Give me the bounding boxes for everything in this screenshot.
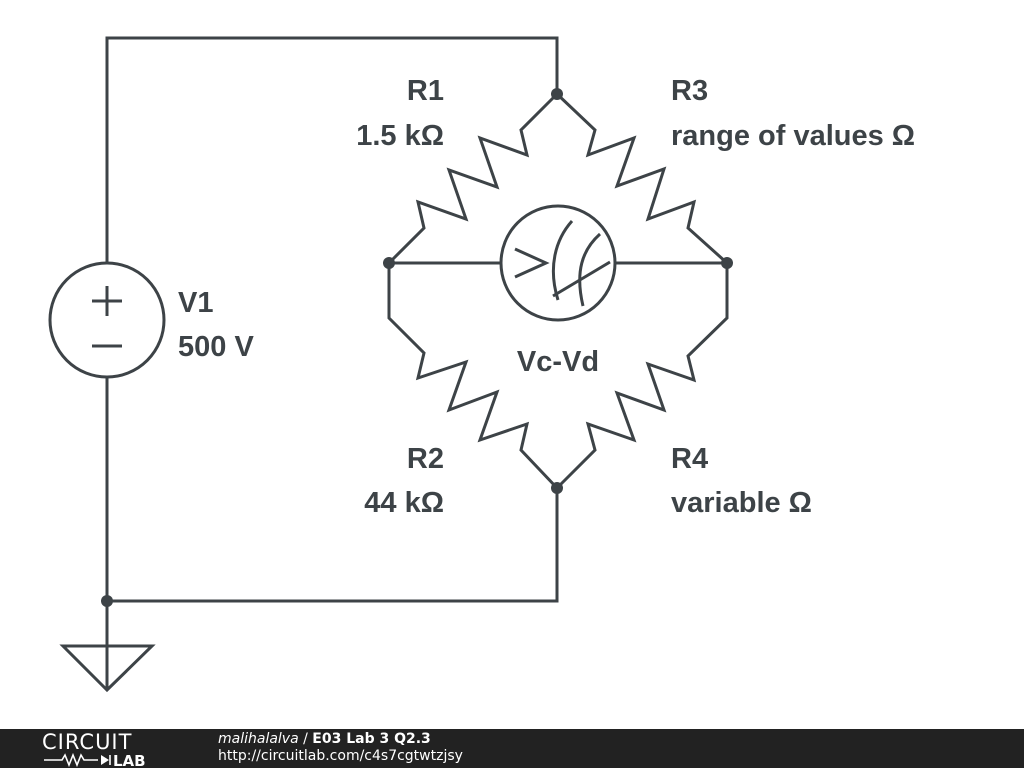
- meter-label: Vc-Vd: [517, 346, 599, 378]
- voltmeter-icon: [499, 204, 617, 322]
- logo-text-bottom: LAB: [113, 752, 146, 768]
- wires: [105, 36, 727, 690]
- circuit-schematic: R1 1.5 kΩ R3 range of values Ω V1 500 V …: [48, 36, 915, 693]
- title-separator: /: [298, 731, 313, 747]
- r3-name: R3: [671, 75, 708, 107]
- node-bottom: [551, 482, 563, 494]
- voltage-source-icon: [48, 261, 166, 379]
- r3-value: range of values Ω: [671, 120, 915, 152]
- logo-resistor-icon: [44, 752, 98, 768]
- r4-name: R4: [671, 443, 708, 475]
- bottom-wire: [107, 488, 559, 603]
- resistor-r2: [387, 263, 559, 490]
- node-left: [383, 257, 395, 269]
- circuit-url[interactable]: http://circuitlab.com/c4s7cgtwtzjsy: [218, 748, 463, 764]
- author-link[interactable]: malihalalva: [218, 731, 299, 747]
- r4-value: variable Ω: [671, 487, 812, 519]
- node-top: [551, 88, 563, 100]
- resistor-r4: [555, 263, 729, 490]
- footer-title-line: malihalalva / E03 Lab 3 Q2.3: [218, 731, 463, 748]
- resistor-r1: [387, 92, 559, 265]
- resistor-icon: [387, 92, 559, 265]
- circuitlab-logo[interactable]: CIRCUIT LAB: [0, 729, 210, 768]
- v1-value: 500 V: [178, 331, 254, 363]
- top-wire: [105, 36, 559, 263]
- resistor-icon: [387, 263, 559, 490]
- r2-name: R2: [407, 443, 444, 475]
- footer-info: malihalalva / E03 Lab 3 Q2.3 http://circ…: [218, 731, 463, 765]
- logo-diode-icon: [101, 755, 109, 765]
- resistor-icon: [555, 263, 729, 490]
- r2-value: 44 kΩ: [364, 487, 444, 519]
- resistor-icon: [555, 92, 729, 265]
- component-labels: R1 1.5 kΩ R3 range of values Ω V1 500 V …: [178, 75, 915, 519]
- node-right: [721, 257, 733, 269]
- r1-value: 1.5 kΩ: [356, 120, 444, 152]
- footer-bar: CIRCUIT LAB malihalalva / E03 Lab 3 Q2.3…: [0, 729, 1024, 768]
- r1-name: R1: [407, 75, 444, 107]
- v1-name: V1: [178, 287, 213, 319]
- junctions: [101, 88, 733, 607]
- logo-text-top: CIRCUIT: [42, 730, 132, 754]
- circuit-title: E03 Lab 3 Q2.3: [312, 731, 431, 747]
- ground-icon: [59, 644, 156, 693]
- resistor-r3: [555, 92, 729, 265]
- node-ground: [101, 595, 113, 607]
